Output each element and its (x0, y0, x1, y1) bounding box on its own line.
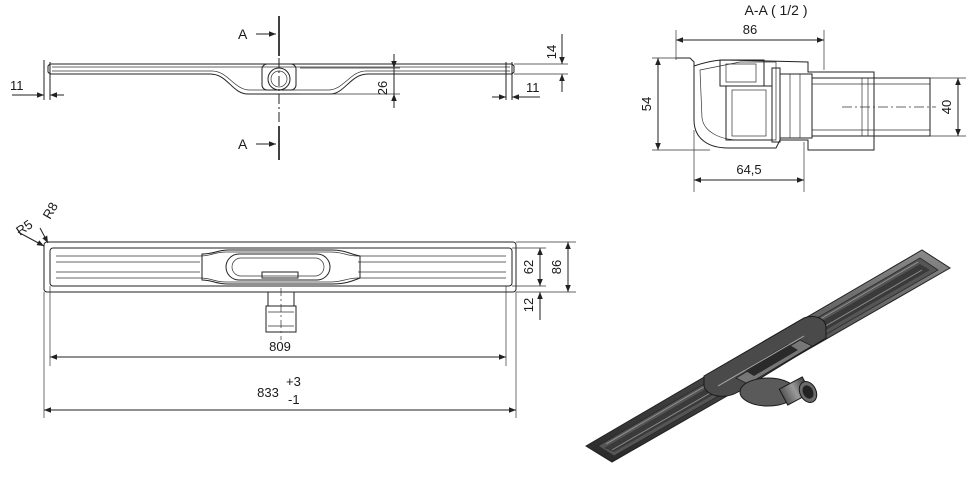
plan-dim-86: 86 (549, 260, 564, 274)
plan-dim-12: 12 (521, 298, 536, 312)
top-profile-view: A A 11 11 14 26 (10, 16, 568, 160)
section-dim-54: 54 (639, 97, 654, 111)
section-dim-64-5: 64,5 (736, 162, 761, 177)
section-title: A-A ( 1/2 ) (744, 2, 807, 18)
dim-14: 14 (544, 45, 559, 59)
plan-dim-833: 833 (257, 385, 279, 400)
dim-right-11: 11 (526, 80, 540, 95)
plan-dim-62: 62 (521, 260, 536, 274)
dim-26: 26 (375, 81, 390, 95)
product-render (585, 249, 951, 463)
dim-r8: R8 (40, 200, 61, 222)
plan-tol-minus: -1 (288, 392, 300, 407)
section-marker-bottom: A (238, 136, 248, 152)
section-view: A-A ( 1/2 ) 86 54 40 (639, 2, 966, 192)
section-dim-40: 40 (939, 100, 954, 114)
section-marker-top: A (238, 26, 248, 42)
dim-left-11: 11 (10, 78, 24, 93)
section-dim-86: 86 (743, 22, 757, 37)
plan-tol-plus: +3 (286, 374, 301, 389)
plan-dim-809: 809 (269, 339, 291, 354)
plan-view: R8 R5 62 86 12 (13, 200, 576, 418)
